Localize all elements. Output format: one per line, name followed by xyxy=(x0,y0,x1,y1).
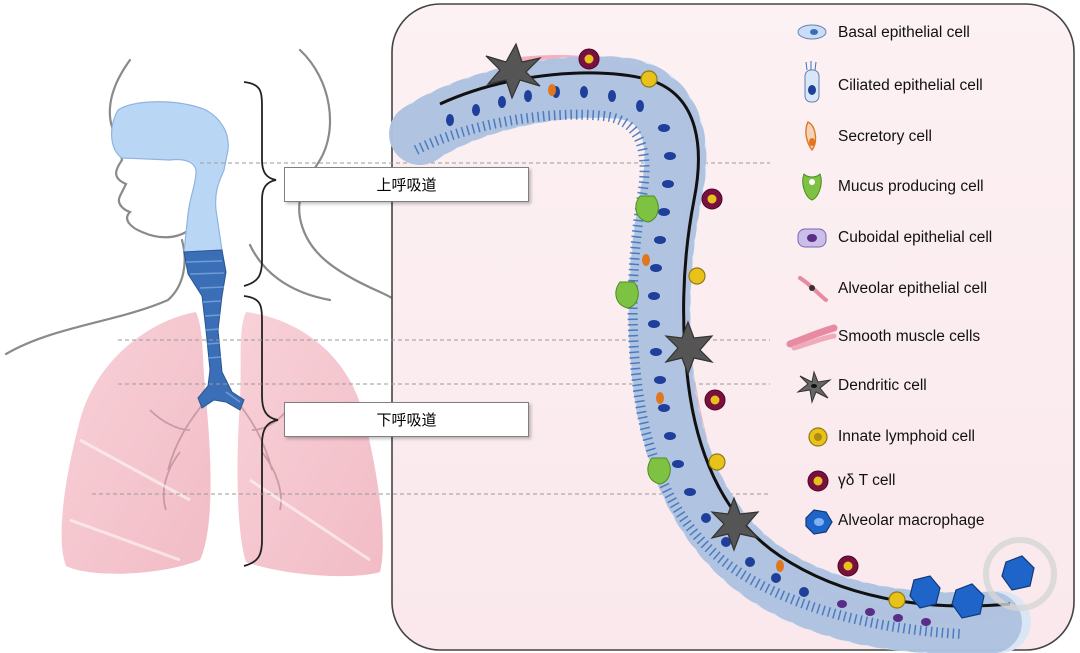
basal-cell-icon xyxy=(797,24,827,40)
legend-item-cuboidal: Cuboidal epithelial cell xyxy=(836,221,1080,255)
legend-label: Innate lymphoid cell xyxy=(838,428,975,445)
legend-label: Secretory cell xyxy=(838,128,932,145)
secretory-cells xyxy=(548,84,784,572)
left-lung xyxy=(61,312,211,574)
gamma-delta-t-cell-cores xyxy=(584,54,853,571)
guide-lines xyxy=(92,162,770,495)
gamma-delta-t-cells xyxy=(578,48,859,577)
legend-item-secretory: Secretory cell xyxy=(836,120,1080,154)
legend-label: Mucus producing cell xyxy=(838,178,984,195)
upper-airway-label: 上呼吸道 xyxy=(284,167,529,202)
right-lung xyxy=(237,312,383,577)
legend-item-innate-lymphoid: Innate lymphoid cell xyxy=(836,420,1080,454)
dendritic-cell-icon xyxy=(796,370,832,404)
legend-label: Alveolar macrophage xyxy=(838,512,985,529)
legend-label: Smooth muscle cells xyxy=(838,328,981,345)
human-silhouette xyxy=(4,48,440,356)
mucus-cells xyxy=(615,195,671,485)
lower-brace xyxy=(243,295,279,567)
upper-brace xyxy=(243,81,277,287)
legend-item-gamma-delta-t: γδ T cell xyxy=(836,464,1080,498)
legend-icons xyxy=(786,24,838,535)
basement-membrane xyxy=(439,71,1011,608)
trachea xyxy=(183,249,245,411)
lungs xyxy=(61,312,383,577)
legend-label: Alveolar epithelial cell xyxy=(838,280,988,297)
secretory-cell-icon xyxy=(805,121,817,152)
legend-item-ciliated: Ciliated epithelial cell xyxy=(836,69,1080,103)
legend-label: Dendritic cell xyxy=(838,377,927,394)
lower-airway-label: 下呼吸道 xyxy=(284,402,529,437)
cilia-fringe xyxy=(413,109,961,639)
innate-lymphoid-cells xyxy=(640,70,906,609)
region-braces xyxy=(243,81,279,567)
alveolar-macrophages xyxy=(909,555,1035,619)
alveolar-cell-icon xyxy=(798,276,828,302)
legend-label: Basal epithelial cell xyxy=(838,24,970,41)
legend-item-macrophage: Alveolar macrophage xyxy=(836,504,1080,538)
legend-item-basal: Basal epithelial cell xyxy=(836,16,1080,50)
macrophage-icon xyxy=(805,509,833,535)
upper-airway xyxy=(111,101,229,253)
epithelium-panel xyxy=(391,3,1075,651)
cuboidal-nuclei xyxy=(837,600,931,626)
dendritic-cells xyxy=(485,42,760,552)
cell-nuclei xyxy=(446,86,809,597)
legend-item-dendritic: Dendritic cell xyxy=(836,369,1080,403)
legend-label: Cuboidal epithelial cell xyxy=(838,229,993,246)
legend-label: γδ T cell xyxy=(838,472,896,489)
legend-label: Ciliated epithelial cell xyxy=(838,77,983,94)
mucus-cell-icon xyxy=(802,173,822,201)
smooth-muscle-icon xyxy=(786,324,838,351)
alveolus xyxy=(983,537,1057,611)
ciliated-cell-icon xyxy=(804,61,820,103)
legend-item-alveolar-epithelial: Alveolar epithelial cell xyxy=(836,272,1080,306)
legend-item-smooth-muscle: Smooth muscle cells xyxy=(836,320,1080,354)
epithelium-layer xyxy=(389,55,1031,653)
gamma-delta-t-icon xyxy=(807,470,829,492)
legend-item-mucus: Mucus producing cell xyxy=(836,170,1080,204)
cuboidal-cell-icon xyxy=(797,228,827,248)
innate-lymphoid-icon xyxy=(808,427,828,447)
